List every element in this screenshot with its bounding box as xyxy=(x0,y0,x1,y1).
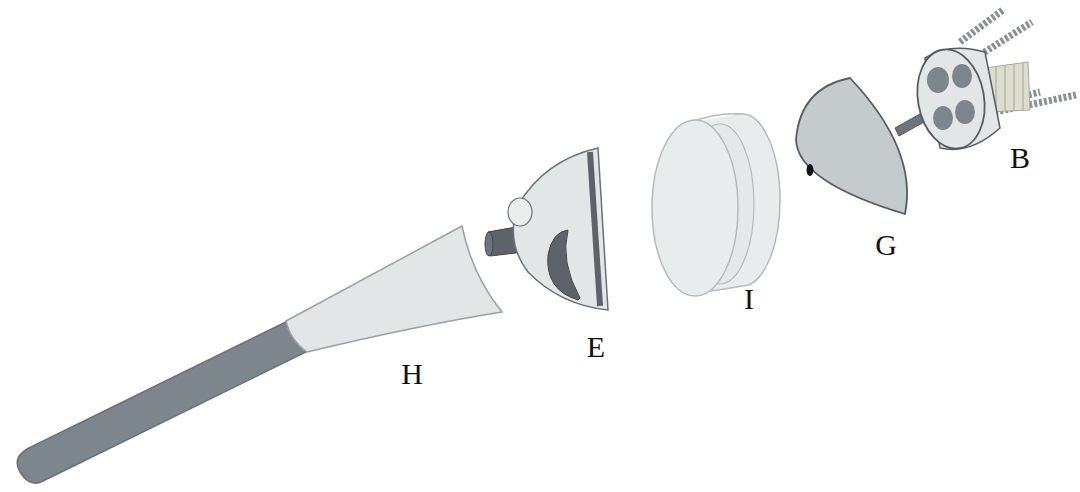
baseplate-hole xyxy=(927,67,949,93)
part-label: G xyxy=(875,230,897,260)
part-label: B xyxy=(1010,143,1030,173)
baseplate-hole xyxy=(952,64,972,88)
insert-front xyxy=(652,120,738,296)
center-screw-thread xyxy=(996,63,1023,111)
part-label: E xyxy=(587,332,605,362)
glenosphere-hole xyxy=(807,164,814,176)
stem-rod xyxy=(17,319,308,483)
baseplate-hole xyxy=(933,106,953,130)
glenosphere-peg xyxy=(895,114,924,136)
stem-metaphysis xyxy=(286,226,502,352)
glenosphere-dome xyxy=(796,78,907,214)
part-label: I xyxy=(744,284,754,314)
tray-body xyxy=(513,148,608,310)
tray-boss xyxy=(508,198,532,226)
part-label: H xyxy=(401,359,423,389)
baseplate-face xyxy=(910,44,992,154)
baseplate-hole xyxy=(955,100,975,124)
tray-rim xyxy=(590,152,600,306)
tray-inner-arc xyxy=(548,230,580,300)
tray-peg-end xyxy=(485,232,493,256)
